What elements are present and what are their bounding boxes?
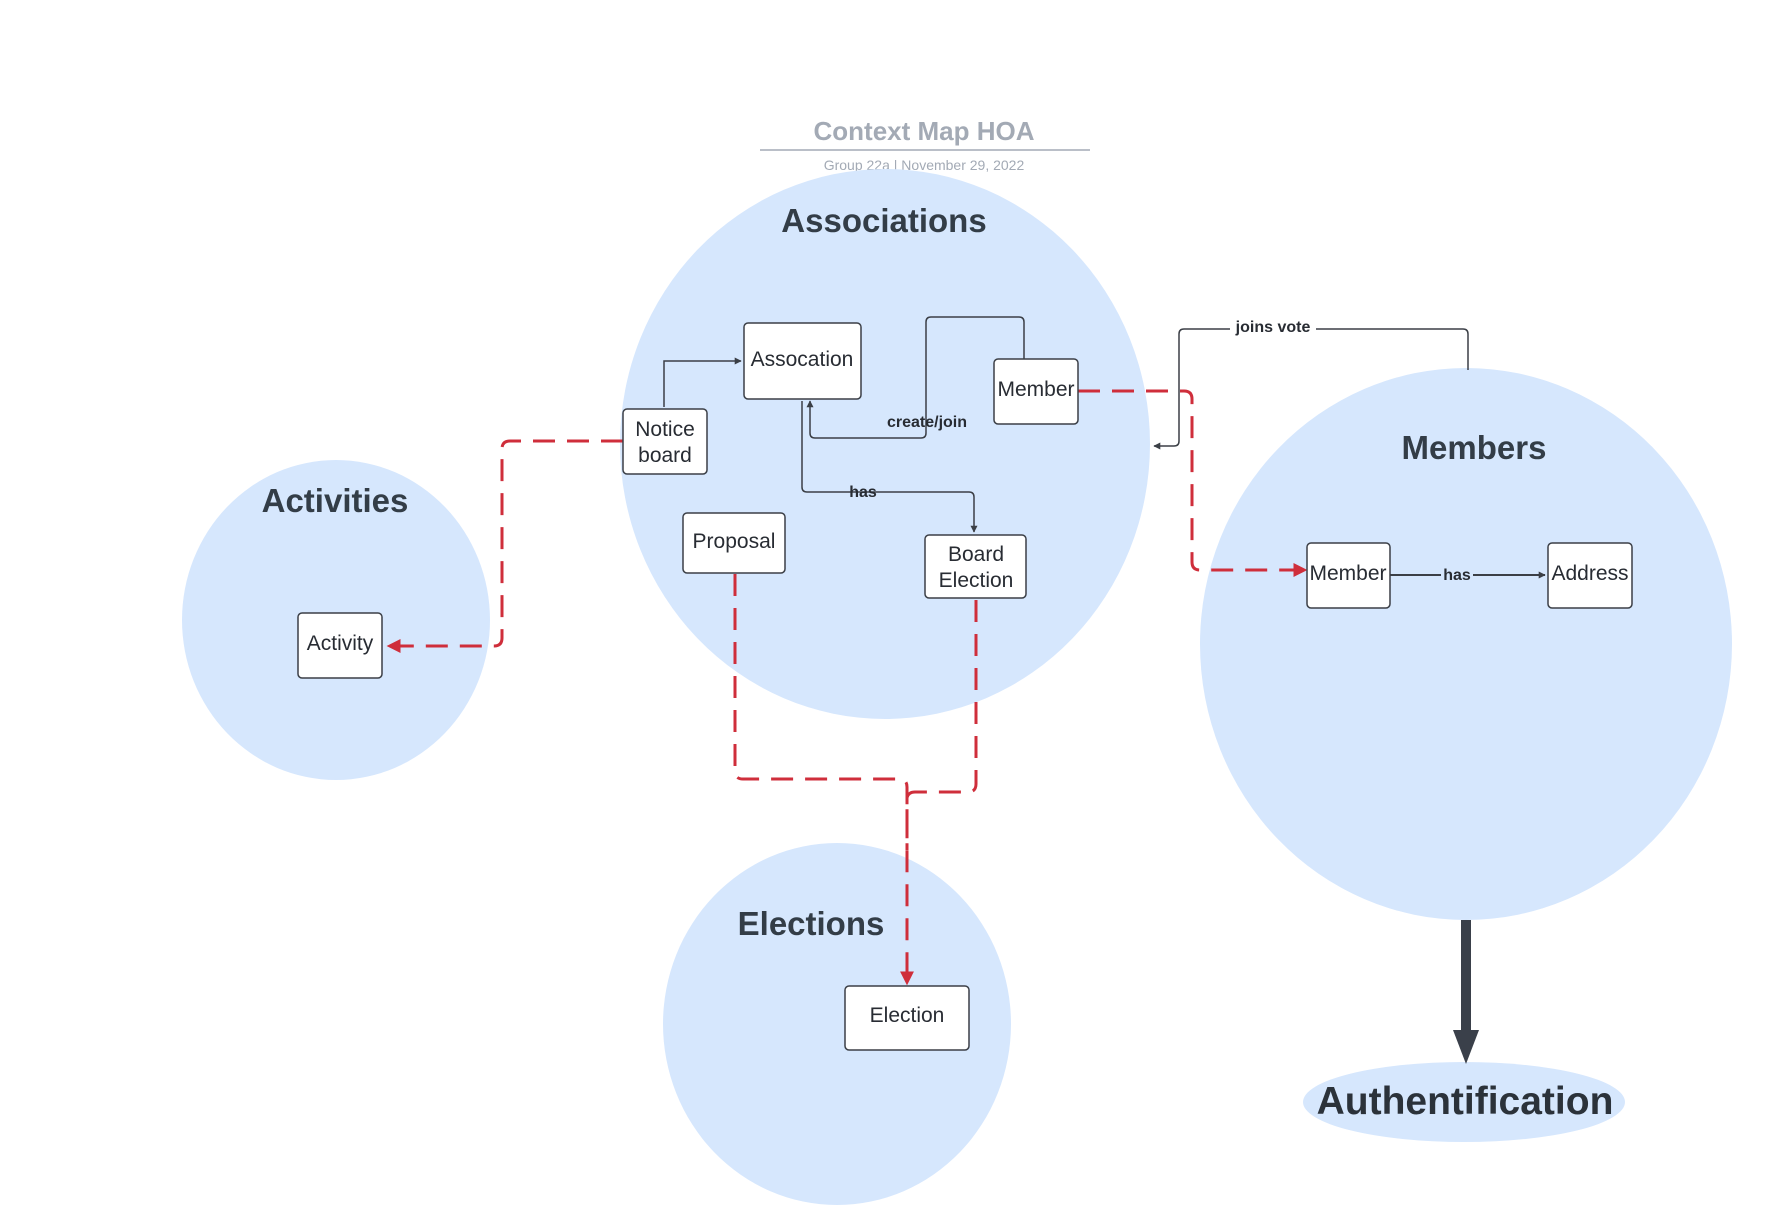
document-subtitle: Group 22a | November 29, 2022 xyxy=(824,157,1025,173)
joins-vote-label: joins vote xyxy=(1235,319,1311,336)
activity-box[interactable]: Activity xyxy=(297,612,383,679)
assocation-label: Assocation xyxy=(751,348,854,371)
proposal-label: Proposal xyxy=(693,530,776,553)
joins-vote-label-bg xyxy=(1230,316,1316,336)
notice-board-box[interactable]: Notice board xyxy=(622,408,708,475)
associations-title: Associations xyxy=(781,202,986,239)
elections-context xyxy=(663,843,1011,1205)
member-to-members-dependency xyxy=(1078,389,1308,577)
notice-to-activity-dependency xyxy=(386,439,623,653)
activities-title: Activities xyxy=(262,482,409,519)
has-label-address: has xyxy=(1443,567,1471,584)
board-label-line2: Election xyxy=(939,569,1014,592)
board-label-line1: Board xyxy=(948,543,1004,566)
proposal-box[interactable]: Proposal xyxy=(682,512,786,574)
assocation-board-election-has-connector xyxy=(801,401,978,533)
authentification-context xyxy=(1303,1062,1625,1142)
elections-title: Elections xyxy=(738,905,885,942)
address-box[interactable]: Address xyxy=(1547,542,1633,609)
members-context xyxy=(1200,368,1732,920)
member-box-associations[interactable]: Member xyxy=(993,358,1079,425)
has-label-address-bg xyxy=(1441,565,1473,585)
activity-label: Activity xyxy=(307,632,374,655)
member-label-members: Member xyxy=(1309,562,1386,585)
member-box-members[interactable]: Member xyxy=(1306,542,1391,609)
notice-label-line2: board xyxy=(638,444,692,467)
has-label-board: has xyxy=(849,484,877,501)
members-to-auth-arrowhead xyxy=(1453,1030,1479,1064)
assocation-box[interactable]: Assocation xyxy=(743,322,862,400)
notice-label-line1: Notice xyxy=(635,418,695,441)
create-join-label: create/join xyxy=(887,414,967,431)
member-label-associations: Member xyxy=(997,378,1074,401)
member-assocation-create-join-connector xyxy=(806,316,1025,439)
proposal-to-election-dependency xyxy=(733,574,914,986)
election-label: Election xyxy=(870,1004,945,1027)
board-election-box[interactable]: Board Election xyxy=(924,534,1027,599)
authentification-title: Authentification xyxy=(1317,1080,1614,1123)
notice-to-assocation-connector xyxy=(663,357,742,407)
members-title: Members xyxy=(1402,429,1547,466)
document-title: Context Map HOA xyxy=(814,116,1035,146)
board-election-to-election-dependency xyxy=(905,600,978,850)
election-box[interactable]: Election xyxy=(844,985,970,1051)
address-label: Address xyxy=(1551,562,1628,585)
joins-vote-connector xyxy=(1153,328,1469,450)
